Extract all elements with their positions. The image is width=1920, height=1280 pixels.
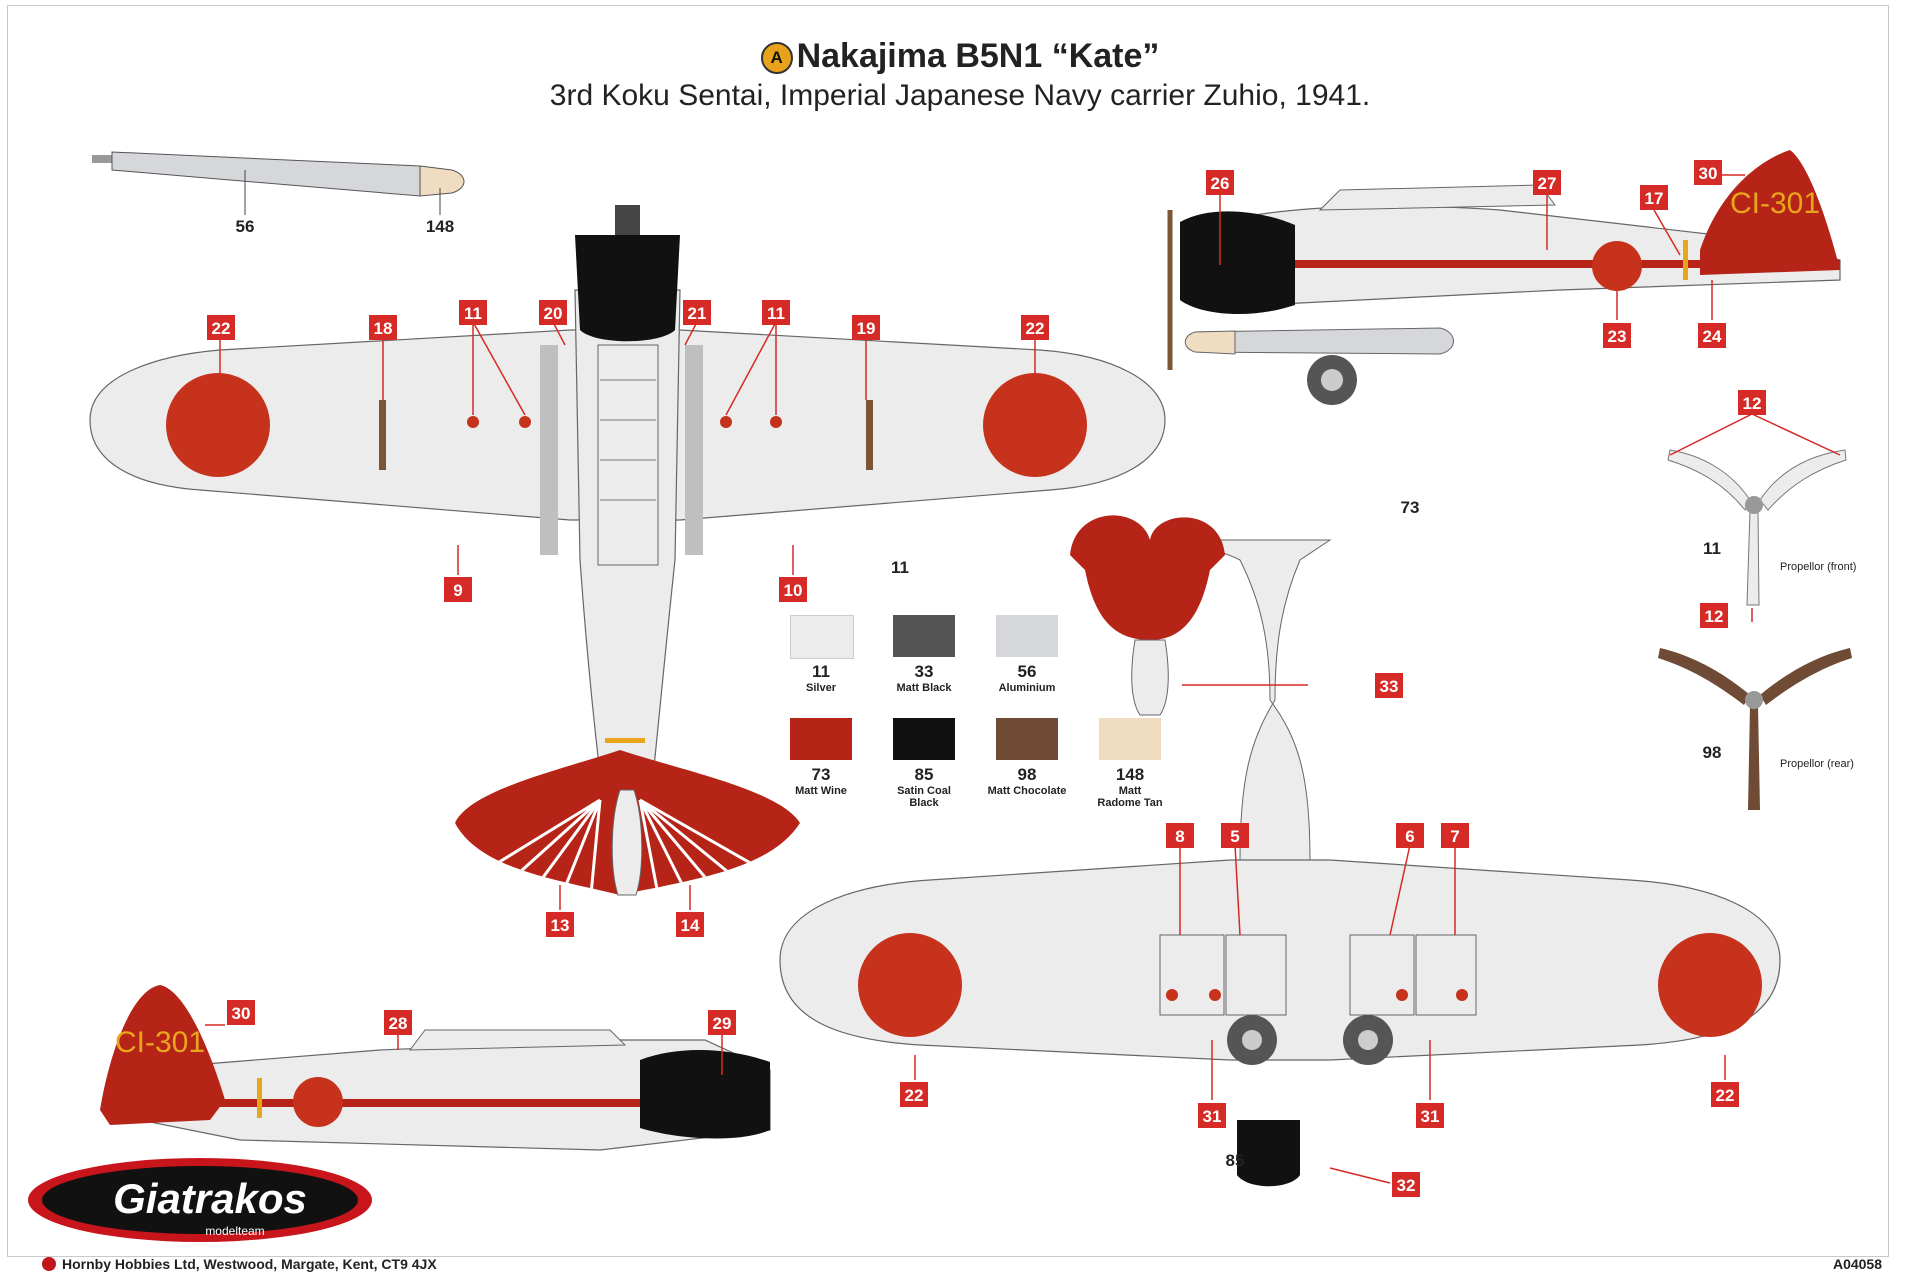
propeller-rear (1658, 648, 1852, 810)
callout-7: 7 (1450, 827, 1459, 846)
paint-name: Matt Black (896, 682, 952, 694)
paint-swatch (996, 615, 1058, 657)
underside-view-aircraft (779, 515, 1781, 1187)
scheme-badge: A (760, 42, 793, 74)
paint-swatch (1099, 718, 1161, 760)
wing-silver-label: 11 (891, 558, 909, 577)
callout-6: 6 (1405, 827, 1414, 846)
giatrakos-logo: Giatrakos modelteam (20, 1155, 380, 1250)
callout-26: 26 (1211, 174, 1230, 193)
plain-colour-labels: 56 148 11 73 11 98 85 (236, 217, 1722, 1170)
torpedo-body-label: 56 (236, 217, 255, 236)
callout-27: 27 (1538, 174, 1557, 193)
paint-swatch (790, 615, 854, 659)
callout-31-right: 31 (1421, 1107, 1440, 1126)
paint-name-line2: Radome Tan (1097, 797, 1163, 809)
paint-number: 11 (812, 662, 830, 681)
callout-30-right: 30 (1699, 164, 1718, 183)
callout-9: 9 (453, 581, 462, 600)
callout-17: 17 (1645, 189, 1664, 208)
callout-8: 8 (1175, 827, 1184, 846)
callout-23: 23 (1608, 327, 1627, 346)
paint-number: 73 (811, 765, 831, 784)
callout-29: 29 (713, 1014, 732, 1033)
paint-number: 98 (1017, 765, 1037, 784)
paint-name: Silver (806, 682, 836, 694)
callout-numbers: 22 18 11 20 21 11 19 22 9 10 13 14 26 27… (212, 164, 1762, 1195)
torpedo-drawing (92, 151, 465, 215)
callout-33: 33 (1380, 677, 1399, 696)
callout-22-right: 22 (1026, 319, 1045, 338)
propeller-front-label: Propellor (front) (1780, 561, 1857, 573)
callout-22-under-right: 22 (1716, 1086, 1735, 1105)
propeller-front (1667, 449, 1847, 606)
callout-10: 10 (784, 581, 803, 600)
callout-24: 24 (1703, 327, 1722, 346)
callout-18: 18 (374, 319, 393, 338)
paint-name: Matt Wine (795, 785, 847, 797)
top-view-aircraft (89, 205, 1166, 896)
side-view-right-aircraft: CI-301 (1167, 150, 1841, 405)
paint-name: Aluminium (998, 682, 1056, 694)
callout-21: 21 (688, 304, 707, 323)
callout-22-left: 22 (212, 319, 231, 338)
callout-boxes (207, 160, 1766, 1197)
callout-22-under-left: 22 (905, 1086, 924, 1105)
paint-swatch (893, 718, 955, 760)
footer-address: Hornby Hobbies Ltd, Westwood, Margate, K… (62, 1256, 437, 1272)
paint-name: Matt Chocolate (987, 785, 1067, 797)
tail-code-right: CI-301 (1730, 187, 1820, 220)
prop-front-number: 11 (1703, 539, 1721, 558)
callout-12-top: 12 (1743, 394, 1762, 413)
torpedo-nose-label: 148 (426, 217, 454, 236)
callout-11-left: 11 (464, 304, 482, 323)
underside-black-label: 85 (1226, 1151, 1245, 1170)
callout-28: 28 (389, 1014, 408, 1033)
tail-code-left: CI-301 (115, 1026, 205, 1059)
logo-sub: modelteam (205, 1224, 264, 1238)
callout-20: 20 (544, 304, 563, 323)
prop-rear-number: 98 (1703, 743, 1722, 762)
tail-top-label: 73 (1401, 498, 1420, 517)
airfix-logo-icon (42, 1257, 56, 1271)
paint-number: 85 (914, 765, 934, 784)
side-view-left-aircraft: CI-301 (100, 985, 771, 1151)
paint-number: 148 (1115, 765, 1145, 784)
paint-name-line2: Black (909, 797, 939, 809)
paint-swatch (996, 718, 1058, 760)
callout-14: 14 (681, 916, 700, 935)
callout-markers: 22 18 11 20 21 11 19 22 9 10 13 14 26 27… (205, 160, 1841, 1197)
footer-code: A04058 (1832, 1256, 1882, 1272)
callout-30-left: 30 (232, 1004, 251, 1023)
callout-11-right: 11 (767, 304, 785, 323)
scheme-subtitle: 3rd Koku Sentai, Imperial Japanese Navy … (549, 79, 1371, 112)
callout-32: 32 (1397, 1176, 1416, 1195)
logo-graphic: Giatrakos modelteam (28, 1158, 372, 1242)
paint-number: 33 (914, 662, 934, 681)
sheet-frame (7, 5, 1889, 1257)
paint-name: Satin Coal (897, 785, 951, 797)
paint-number: 56 (1017, 662, 1037, 681)
paint-swatch (893, 615, 955, 657)
callout-31-left: 31 (1203, 1107, 1222, 1126)
aircraft-name: Nakajima B5N1 “Kate” (796, 37, 1160, 75)
callout-13: 13 (551, 916, 570, 935)
paint-name: Matt (1118, 785, 1142, 797)
paint-swatch (790, 718, 852, 760)
callout-12-bottom: 12 (1705, 607, 1724, 626)
callout-5: 5 (1230, 827, 1239, 846)
callout-19: 19 (857, 319, 876, 338)
propeller-rear-label: Propellor (rear) (1780, 758, 1854, 770)
logo-brand: Giatrakos (113, 1175, 307, 1222)
